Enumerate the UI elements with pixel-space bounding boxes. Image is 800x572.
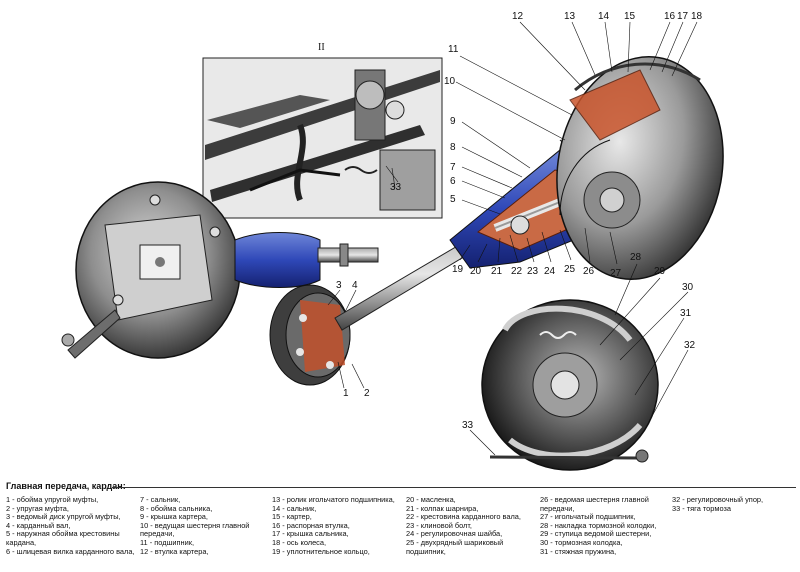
legend-item: 33 - тяга тормоза bbox=[672, 503, 732, 513]
legend-item: 29 - ступица ведомой шестерни, bbox=[540, 529, 652, 539]
callout-29: 29 bbox=[654, 266, 666, 277]
left-brake-drum bbox=[61, 181, 241, 359]
callout-1: 1 bbox=[343, 388, 349, 399]
legend-item: 20 - масленка, bbox=[406, 495, 456, 504]
legend-item: 28 - накладка тормозной колодки, bbox=[540, 520, 657, 530]
legend-item: 1 - обойма упругой муфты, bbox=[6, 495, 99, 504]
legend-column-1: 1 - обойма упругой муфты, 2 - упругая му… bbox=[6, 495, 135, 556]
legend-column-4: 20 - масленка, 21 - колпак шарнира, 22 -… bbox=[406, 495, 521, 556]
inset-label: II bbox=[318, 42, 325, 53]
callout-32: 32 bbox=[684, 340, 696, 351]
callout-7: 7 bbox=[450, 162, 456, 173]
legend-item: 21 - колпак шарнира, bbox=[406, 503, 479, 513]
callout-19: 19 bbox=[452, 264, 464, 275]
callout-3: 3 bbox=[336, 280, 342, 291]
callout-6: 6 bbox=[450, 176, 456, 187]
legend-item: 3 - ведомый диск упругой муфты, bbox=[6, 512, 121, 522]
callout-22: 22 bbox=[511, 266, 523, 277]
legend-item: 26 - ведомая шестерня главной bbox=[540, 495, 649, 504]
callout-16: 16 bbox=[664, 11, 676, 22]
legend-item: 7 - сальник, bbox=[140, 495, 181, 504]
legend-item: 8 - обойма сальника, bbox=[140, 503, 213, 513]
legend-column-2: 7 - сальник, 8 - обойма сальника, 9 - кр… bbox=[140, 495, 250, 556]
callout-numbers: 1 2 3 4 5 6 7 8 9 10 11 12 13 14 15 16 1… bbox=[336, 11, 703, 431]
callout-25: 25 bbox=[564, 264, 576, 275]
legend-item: 23 - клиновой болт, bbox=[406, 520, 472, 530]
callout-31: 31 bbox=[680, 308, 692, 319]
legend-item: 32 - регулировочный упор, bbox=[672, 495, 764, 504]
callout-9: 9 bbox=[450, 116, 456, 127]
callout-21: 21 bbox=[491, 266, 503, 277]
legend-item: 16 - распорная втулка, bbox=[272, 520, 350, 530]
callout-33-inset: 33 bbox=[390, 182, 402, 193]
legend-item: 22 - крестовина карданного вала, bbox=[406, 512, 521, 522]
legend-item: 24 - регулировочная шайба, bbox=[406, 529, 503, 539]
callout-20: 20 bbox=[470, 266, 482, 277]
legend-item: 15 - картер, bbox=[272, 512, 312, 522]
caption-title: Главная передача, кардан: bbox=[6, 481, 126, 491]
legend-item: 2 - упругая муфта, bbox=[6, 503, 69, 513]
callout-28: 28 bbox=[630, 252, 642, 263]
callout-17: 17 bbox=[677, 11, 689, 22]
legend-item: 31 - стяжная пружина, bbox=[540, 546, 617, 556]
callout-15: 15 bbox=[624, 11, 636, 22]
callout-4: 4 bbox=[352, 280, 358, 291]
legend-item: 14 - сальник, bbox=[272, 503, 317, 513]
legend-item: 12 - втулка картера, bbox=[140, 546, 209, 556]
callout-26: 26 bbox=[583, 266, 595, 277]
callout-10: 10 bbox=[444, 76, 456, 87]
legend-item: 25 - двухрядный шариковый bbox=[406, 537, 504, 547]
legend-item: 27 - игольчатый подшипник, bbox=[540, 512, 636, 522]
legend-item: 10 - ведущая шестерня главной bbox=[140, 520, 250, 530]
legend-column-3: 13 - ролик игольчатого подшипника, 14 - … bbox=[272, 495, 395, 556]
legend-column-6: 32 - регулировочный упор, 33 - тяга торм… bbox=[672, 495, 764, 513]
callout-2: 2 bbox=[364, 388, 370, 399]
callout-12: 12 bbox=[512, 11, 524, 22]
legend-item: 17 - крышка сальника, bbox=[272, 529, 349, 539]
legend-item: 5 - наружная обойма крестовины bbox=[6, 529, 120, 539]
left-housing bbox=[234, 232, 379, 288]
legend-item: передачи, bbox=[140, 529, 175, 539]
legend-item: 30 - тормозная колодка, bbox=[540, 537, 623, 547]
callout-33-bottom: 33 bbox=[462, 420, 474, 431]
callout-30: 30 bbox=[682, 282, 694, 293]
callout-24: 24 bbox=[544, 266, 556, 277]
legend-item: 13 - ролик игольчатого подшипника, bbox=[272, 495, 395, 504]
callout-18: 18 bbox=[691, 11, 703, 22]
bottom-drum bbox=[481, 299, 659, 471]
leader-lines bbox=[327, 21, 698, 456]
legend-item: 9 - крышка картера, bbox=[140, 512, 208, 522]
top-right-drum bbox=[556, 56, 724, 280]
caption-rule bbox=[112, 487, 796, 488]
legend-item: 4 - карданный вал, bbox=[6, 520, 71, 530]
callout-23: 23 bbox=[527, 266, 539, 277]
legend-item: подшипник, bbox=[406, 546, 446, 556]
callout-14: 14 bbox=[598, 11, 610, 22]
elastic-coupling bbox=[269, 284, 351, 386]
legend-item: 11 - подшипник, bbox=[140, 537, 195, 547]
legend-item: 19 - уплотнительное кольцо, bbox=[272, 546, 370, 556]
callout-27: 27 bbox=[610, 268, 622, 279]
legend-item: передачи, bbox=[540, 503, 575, 513]
inset-brake-linkage: II bbox=[202, 42, 443, 219]
legend-item: 6 - шлицевая вилка карданного вала, bbox=[6, 546, 135, 556]
technical-illustration: II bbox=[61, 11, 724, 471]
callout-8: 8 bbox=[450, 142, 456, 153]
legend-column-5: 26 - ведомая шестерня главной передачи, … bbox=[540, 495, 657, 556]
legend-item: кардана, bbox=[6, 537, 37, 547]
callout-5: 5 bbox=[450, 194, 456, 205]
callout-11: 11 bbox=[448, 44, 459, 55]
legend-item: 18 - ось колеса, bbox=[272, 537, 327, 547]
callout-13: 13 bbox=[564, 11, 576, 22]
